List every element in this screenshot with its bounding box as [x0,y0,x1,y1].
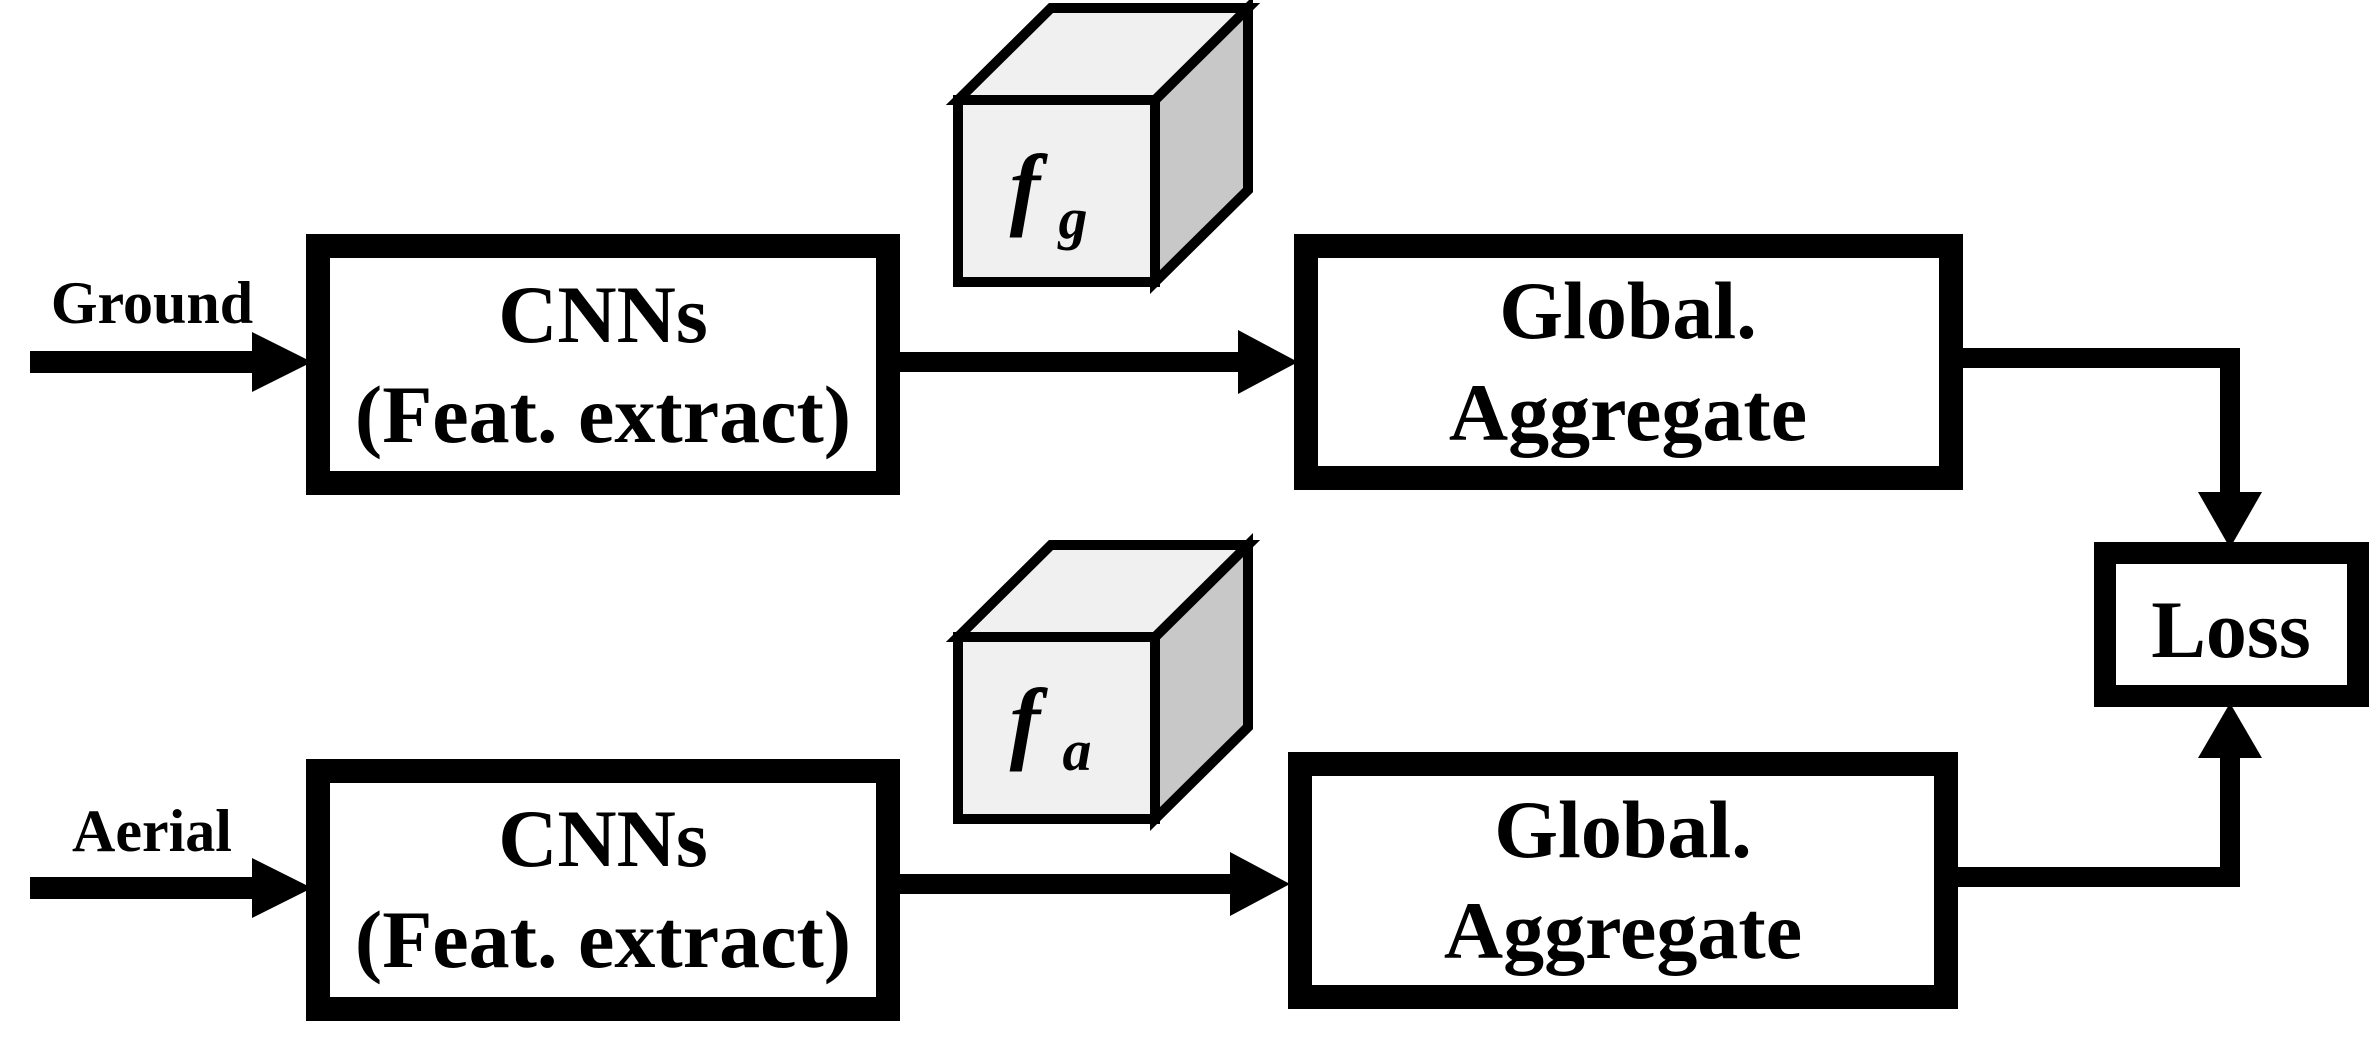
cnn-box-aerial-subtitle: (Feat. extract) [355,894,851,985]
aggregate-box-ground-title: Global. [1499,265,1756,356]
cnn-box-ground-title: CNNs [498,269,708,360]
aggregate-box-aerial-title: Global. [1494,784,1751,875]
ground-input-label: Ground [51,270,253,336]
ground-feature-arrow [900,330,1298,394]
cnn-box-aerial: CNNs (Feat. extract) [306,759,900,1021]
aggregate-box-ground: Global. Aggregate [1294,234,1963,490]
ground-input-arrow [30,332,312,392]
ground-feature-cube: f g [945,0,1261,294]
loss-box: Loss [2094,542,2369,707]
ground-feature-subscript: g [1057,186,1088,251]
loss-label: Loss [2151,584,2311,675]
aerial-input-label: Aerial [72,798,232,864]
cnn-box-aerial-title: CNNs [498,793,708,884]
aggregate-box-aerial-subtitle: Aggregate [1444,885,1802,976]
cnn-box-ground: CNNs (Feat. extract) [306,234,900,495]
aggregate-box-ground-subtitle: Aggregate [1449,367,1807,458]
aerial-feature-arrow [900,852,1290,916]
cnn-box-ground-subtitle: (Feat. extract) [355,369,851,460]
aerial-feature-subscript: a [1063,718,1092,783]
aggregate-box-aerial: Global. Aggregate [1288,752,1958,1009]
aerial-feature-cube: f a [945,533,1261,831]
aerial-to-loss-arrow [1958,703,2262,887]
ground-to-loss-arrow [1963,348,2262,548]
aerial-input-arrow [30,858,312,918]
